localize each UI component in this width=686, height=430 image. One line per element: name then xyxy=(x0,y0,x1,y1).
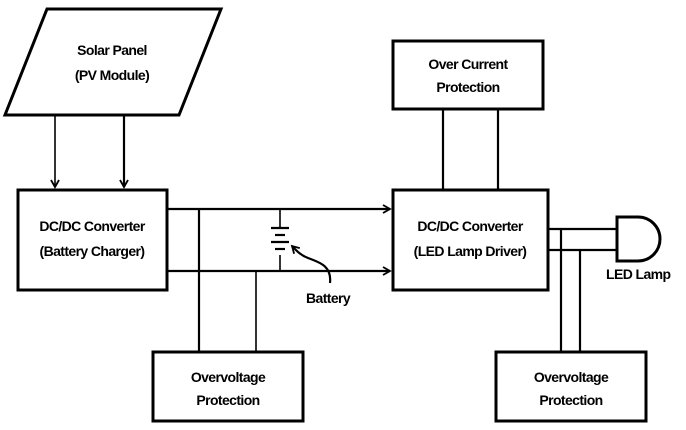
overvoltage-left-label-2: Protection xyxy=(196,392,259,408)
overvoltage-left-box xyxy=(151,350,305,423)
led-lamp-label: LED Lamp xyxy=(606,266,670,282)
overvoltage-right-label-2: Protection xyxy=(539,392,602,408)
over-current-label-2: Protection xyxy=(436,79,499,95)
led-driver-label-2: (LED Lamp Driver) xyxy=(414,243,527,259)
battery-charger-label-2: (Battery Charger) xyxy=(40,243,145,259)
solar-panel-shape xyxy=(2,7,224,117)
overvoltage-right-box xyxy=(494,350,648,423)
over-current-label-1: Over Current xyxy=(428,56,508,72)
battery-charger-box xyxy=(16,188,169,292)
solar-panel-label-1: Solar Panel xyxy=(77,42,147,58)
overvoltage-left-label-1: Overvoltage xyxy=(191,369,266,385)
led-driver-box xyxy=(391,188,550,292)
over-current-box xyxy=(391,39,545,111)
solar-panel-node: Solar Panel (PV Module) xyxy=(2,7,224,117)
battery-charger-node: DC/DC Converter (Battery Charger) xyxy=(16,188,169,292)
solar-panel-label-2: (PV Module) xyxy=(75,67,149,83)
battery-charger-label-1: DC/DC Converter xyxy=(39,218,146,234)
battery-icon xyxy=(271,209,289,271)
led-lamp-icon xyxy=(615,215,662,263)
over-current-node: Over Current Protection xyxy=(391,39,545,111)
overvoltage-left-node: Overvoltage Protection xyxy=(151,350,305,423)
led-driver-node: DC/DC Converter (LED Lamp Driver) xyxy=(391,188,550,292)
battery-label: Battery xyxy=(306,290,351,306)
overvoltage-right-node: Overvoltage Protection xyxy=(494,350,648,423)
overvoltage-right-label-1: Overvoltage xyxy=(534,369,609,385)
led-driver-label-1: DC/DC Converter xyxy=(417,218,524,234)
battery-pointer-arrow xyxy=(290,244,332,284)
